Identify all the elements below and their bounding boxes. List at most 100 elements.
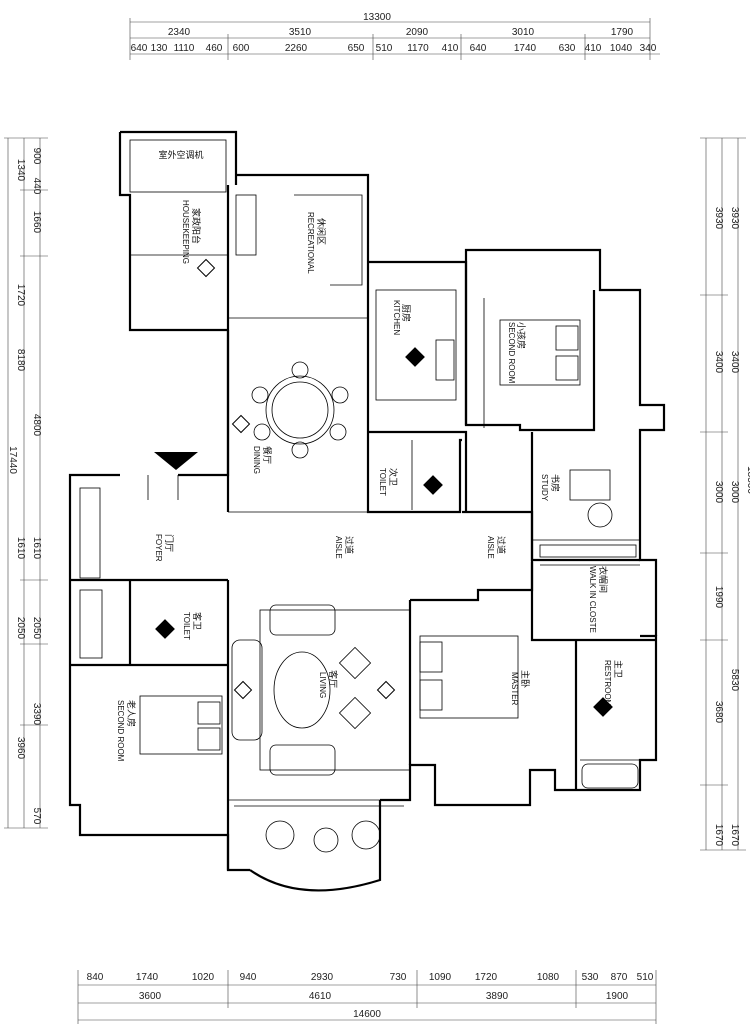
left-dim-extra: 1610 2050 (31, 537, 42, 640)
top-dim-2-0: 640 (131, 43, 148, 54)
label-kitchen-en: KITCHEN (392, 300, 401, 335)
top-dim-1-4: 1790 (611, 27, 634, 38)
label-master-cn: 主卧 (519, 670, 531, 688)
bottom-dim-2-7: 1720 (475, 972, 498, 983)
top-dim-2-15: 340 (640, 43, 657, 54)
level-marker-icon (155, 619, 175, 639)
bottom-dimension-lines (77, 970, 657, 1024)
label-dining-cn: 餐厅 (261, 446, 273, 464)
top-dim-2-2: 1110 (174, 43, 195, 54)
right-dim-2-1: 3400 (713, 351, 724, 374)
label-guest-toilet-en: TOILET (182, 612, 191, 640)
top-dim-2-7: 510 (376, 43, 393, 54)
label-housekeeping-cn: 家政阳台 (190, 208, 202, 244)
bottom-dim-1-3: 1900 (606, 991, 629, 1002)
label-aisle1-en: AISLE (334, 536, 343, 559)
label-living-en: LIVING (318, 672, 327, 698)
label-ac-unit: 室外空调机 (158, 149, 203, 161)
right-dim-2-5: 1670 (713, 824, 724, 847)
top-total-dim: 13300 (363, 12, 391, 23)
level-marker-icon (593, 697, 613, 717)
label-toilet2-cn: 次卫 (387, 468, 399, 486)
left-dim-2-3: 4800 (31, 414, 42, 437)
top-dim-2-11: 1740 (514, 43, 537, 54)
right-dim-1-4: 1670 (729, 824, 740, 847)
left-dim-1-1: 1720 (15, 284, 26, 307)
bottom-dim-2-4: 2930 (311, 972, 334, 983)
label-second-room-en: SECOND ROOM (507, 322, 516, 384)
level-marker-icon (231, 414, 251, 434)
top-dim-1-1: 3510 (289, 27, 312, 38)
left-dim-2050-b: 2050 (31, 617, 42, 640)
left-dim-2-5: 570 (31, 808, 42, 825)
level-marker-icon (405, 347, 425, 367)
bottom-dim-1-2: 3890 (486, 991, 509, 1002)
top-dim-2-13: 410 (585, 43, 602, 54)
left-dim-1-4: 2050 (15, 617, 26, 640)
label-second-room-cn: 小孩房 (515, 322, 527, 349)
label-recreation-cn: 休闲区 (315, 218, 327, 245)
top-dim-1-0: 2340 (168, 27, 191, 38)
top-dimension-lines (129, 18, 660, 60)
bottom-dim-2-9: 530 (582, 972, 599, 983)
label-foyer-en: FOYER (154, 534, 163, 562)
left-dim-1-5: 3960 (15, 737, 26, 760)
top-dim-2-4: 600 (233, 43, 250, 54)
left-dim-2-1: 440 (31, 178, 42, 195)
bottom-dim-1-0: 3600 (139, 991, 162, 1002)
label-closet-en: WALK IN CLOSTE (588, 566, 597, 633)
label-toilet2-en: TOILET (378, 468, 387, 496)
label-housekeeping-en: HOUSEKEEPING (181, 200, 190, 264)
label-closet-cn: 衣帽间 (597, 566, 609, 593)
left-dim-2-2: 1660 (31, 211, 42, 234)
right-dim-1-2: 3000 (729, 481, 740, 504)
top-dim-1-3: 3010 (512, 27, 535, 38)
top-dim-row2: 640 130 1110 460 600 2260 650 510 1170 4… (131, 43, 657, 54)
right-dim-1-3: 5830 (729, 669, 740, 692)
left-dim-2-4: 3390 (31, 703, 42, 726)
second-room-bed (499, 319, 581, 386)
level-marker-icon (196, 258, 216, 278)
label-master-en: MASTER (510, 672, 519, 706)
label-aisle2-en: AISLE (486, 536, 495, 559)
right-total-dim: 18500 (745, 466, 750, 494)
label-restroom-cn: 主卫 (612, 660, 624, 678)
label-dining-en: DINING (252, 446, 261, 474)
top-dim-2-8: 1170 (407, 43, 429, 54)
left-dim-1610-b: 1610 (31, 537, 42, 560)
top-dim-2-10: 640 (470, 43, 487, 54)
elder-room-bed (139, 695, 223, 755)
top-dim-2-14: 1040 (610, 43, 633, 54)
right-dim-2-0: 3930 (713, 207, 724, 230)
label-study-cn: 书房 (549, 474, 561, 492)
level-marker-icon (233, 680, 253, 700)
bottom-dim-2-6: 1090 (429, 972, 452, 983)
bottom-dim-2-11: 510 (637, 972, 654, 983)
left-dim-2-0: 900 (31, 148, 42, 165)
left-dim-1-0: 1340 (15, 159, 26, 182)
label-elder-room-cn: 老人房 (125, 700, 137, 727)
bottom-dim-2-10: 870 (611, 972, 628, 983)
label-living-cn: 客厅 (327, 670, 339, 688)
level-marker-icon (376, 680, 396, 700)
top-dim-2-9: 410 (442, 43, 459, 54)
label-study-en: STUDY (540, 474, 549, 502)
furniture (79, 194, 639, 853)
top-dim-2-3: 460 (206, 43, 223, 54)
dining-table (265, 375, 335, 445)
right-dim-2-4: 3680 (713, 701, 724, 724)
top-dim-2-1: 130 (151, 43, 168, 54)
label-foyer-cn: 门厅 (163, 534, 175, 552)
bottom-total-dim: 14600 (353, 1009, 381, 1020)
label-kitchen-cn: 厨房 (400, 304, 412, 322)
living-rug (259, 609, 411, 771)
entry-arrow-icon (154, 452, 198, 470)
label-restroom-en: RESTROOM (603, 660, 612, 707)
bottom-dim-2-8: 1080 (537, 972, 560, 983)
left-dim-1-2: 8180 (15, 349, 26, 372)
master-bed (419, 635, 519, 719)
interior-walls (70, 185, 656, 807)
left-total-dim: 17440 (7, 446, 18, 474)
